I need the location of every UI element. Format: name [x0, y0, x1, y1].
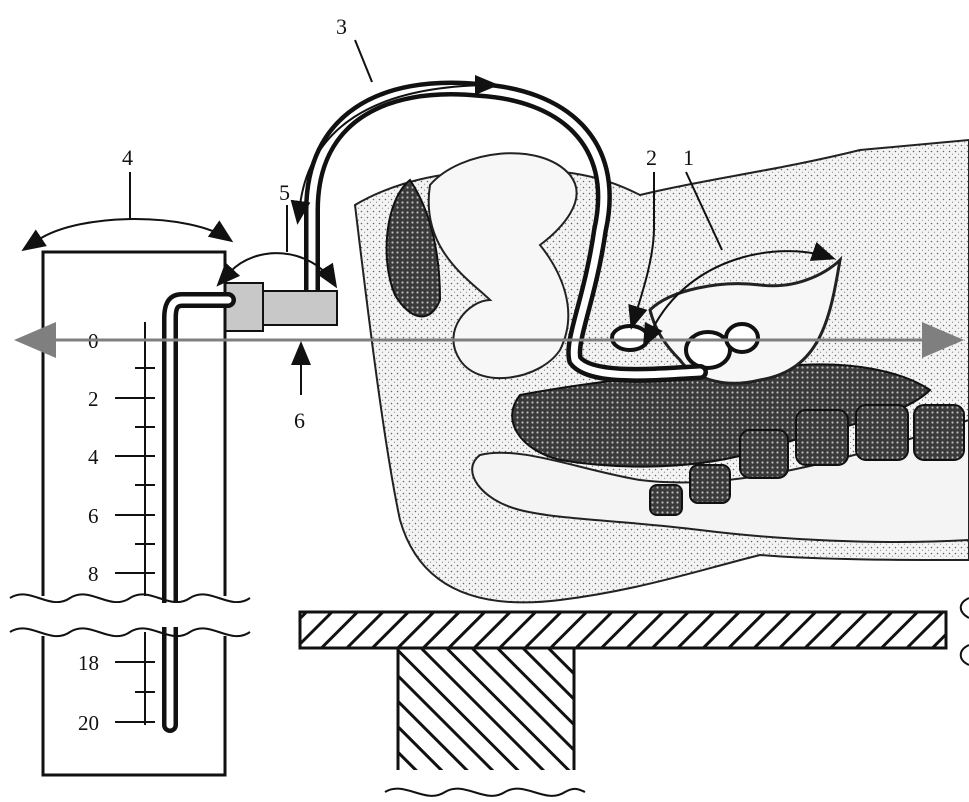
- container-wall-lower: [43, 636, 225, 775]
- table: [300, 598, 969, 796]
- scale-ticks: [115, 340, 155, 722]
- scale-label-2: 2: [88, 387, 99, 411]
- transducer-assembly: [225, 283, 337, 331]
- label-4: 4: [122, 145, 133, 170]
- label-6: 6: [294, 408, 305, 433]
- table-break-bottom: [385, 789, 585, 796]
- label-3: 3: [336, 14, 347, 39]
- scale-label-6: 6: [88, 504, 99, 528]
- table-break-right: [961, 598, 969, 665]
- table-leg: [398, 648, 574, 772]
- scale-label-4: 4: [88, 445, 99, 469]
- manometer-tube: [170, 300, 228, 725]
- scale-label-20: 20: [78, 711, 99, 735]
- label-5: 5: [279, 180, 290, 205]
- arrow-4: [38, 219, 230, 240]
- transducer-body: [263, 291, 337, 325]
- label-1: 1: [683, 145, 694, 170]
- table-top: [300, 612, 946, 648]
- label-2: 2: [646, 145, 657, 170]
- manometer: [43, 252, 228, 775]
- scale-label-8: 8: [88, 562, 99, 586]
- scale-label-18: 18: [78, 651, 99, 675]
